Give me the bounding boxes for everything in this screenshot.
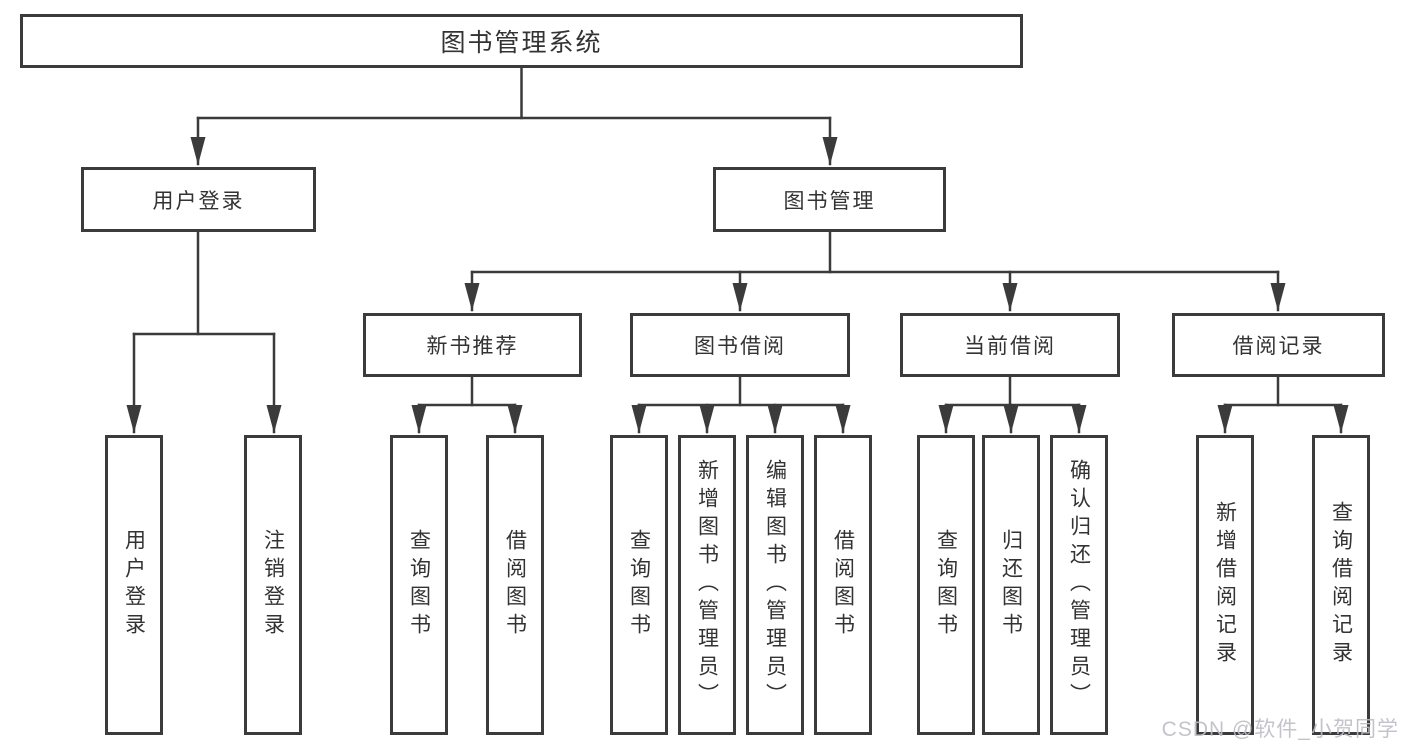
- node-label: 用户登录: [152, 189, 245, 213]
- node-label: 新书推荐: [426, 335, 519, 358]
- leaf-borrow-edit-book-admin: 编辑图书（管理员）: [746, 435, 804, 735]
- leaf-logout: 注销登录: [244, 435, 302, 735]
- csdn-watermark: CSDN @软件_小贺同学: [1161, 718, 1399, 741]
- leaf-current-confirm-return-admin: 确认归还（管理员）: [1050, 435, 1108, 735]
- node-label: 查询图书: [934, 529, 958, 641]
- node-user-login: 用户登录: [81, 167, 316, 232]
- node-label: 确认归还（管理员）: [1067, 459, 1091, 711]
- node-label: 图书借阅: [694, 335, 786, 358]
- node-label: 图书管理系统: [440, 29, 603, 57]
- node-label: 查询图书: [407, 529, 431, 641]
- node-label: 借阅图书: [503, 529, 527, 641]
- node-label: 图书管理: [783, 189, 876, 213]
- leaf-borrow-add-book-admin: 新增图书（管理员）: [678, 435, 736, 735]
- leaf-current-return-book: 归还图书: [982, 435, 1040, 735]
- node-label: 编辑图书（管理员）: [763, 459, 787, 711]
- node-label: 新增借阅记录: [1213, 501, 1237, 669]
- node-label: 用户登录: [122, 529, 146, 641]
- node-label: 借阅记录: [1232, 335, 1325, 358]
- leaf-newbook-query-book: 查询图书: [390, 435, 448, 735]
- node-label: 当前借阅: [964, 335, 1056, 358]
- leaf-borrow-query-book: 查询图书: [610, 435, 668, 735]
- node-label: 查询借阅记录: [1329, 501, 1353, 669]
- leaf-current-query-book: 查询图书: [917, 435, 975, 735]
- node-borrow-records: 借阅记录: [1172, 313, 1385, 377]
- node-book-management: 图书管理: [713, 167, 946, 232]
- leaf-records-add-record: 新增借阅记录: [1196, 435, 1254, 735]
- node-book-borrow: 图书借阅: [630, 313, 850, 377]
- node-label: 查询图书: [627, 529, 651, 641]
- leaf-newbook-borrow-book: 借阅图书: [486, 435, 544, 735]
- leaf-borrow-borrow-book: 借阅图书: [814, 435, 872, 735]
- node-label: 注销登录: [261, 529, 285, 641]
- node-label: 新增图书（管理员）: [695, 459, 719, 711]
- node-new-book-recommend: 新书推荐: [363, 313, 582, 377]
- node-current-borrow: 当前借阅: [900, 313, 1120, 377]
- leaf-records-query-record: 查询借阅记录: [1312, 435, 1370, 735]
- leaf-user-login: 用户登录: [105, 435, 163, 735]
- node-label: 归还图书: [999, 529, 1023, 641]
- node-label: 借阅图书: [831, 529, 855, 641]
- node-library-management-system: 图书管理系统: [20, 14, 1023, 68]
